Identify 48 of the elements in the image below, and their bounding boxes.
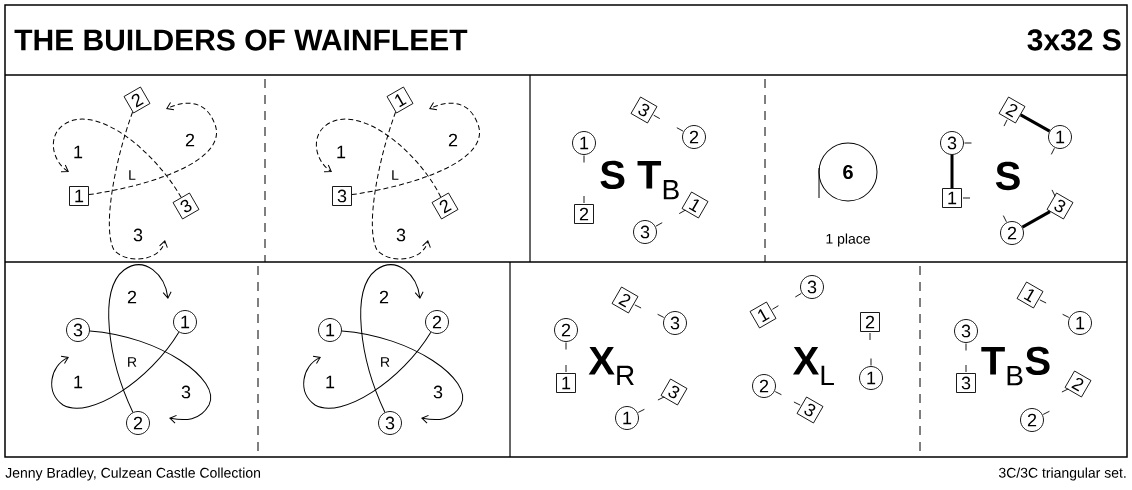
hand-letter: L <box>392 170 399 180</box>
dancer-square: 2 <box>574 204 594 224</box>
set-label: 3x32 S <box>1027 29 1121 51</box>
track-number: 3 <box>181 385 191 399</box>
figure-letter: X$_{L}$ <box>793 346 834 386</box>
track-number: 2 <box>127 290 137 304</box>
track-arrow <box>51 331 180 409</box>
hand-letter: R <box>128 357 137 367</box>
track-arrow <box>108 111 168 260</box>
track-arrow <box>315 118 442 198</box>
footer-text: Jenny Bradley, Culzean Castle Collection <box>5 467 260 481</box>
dancer-square: 3 <box>332 186 352 206</box>
partner-line <box>1021 210 1051 229</box>
figure-letter: S T$_{B}$ <box>600 160 679 200</box>
figure-letter: S <box>995 161 1020 191</box>
track-number: 2 <box>448 133 458 147</box>
track-number: 1 <box>74 145 83 159</box>
track-arrow <box>351 101 480 196</box>
partner-line <box>1019 113 1051 133</box>
track-number: 1 <box>337 145 346 159</box>
track-number: 3 <box>433 385 443 399</box>
track-arrow <box>371 111 431 260</box>
track-number: 3 <box>133 228 143 242</box>
track-number: 3 <box>396 228 406 242</box>
place-note: 1 place <box>826 233 870 247</box>
dancer-square: 1 <box>556 373 576 393</box>
track-arrow <box>303 331 432 409</box>
track-number: 2 <box>379 290 389 304</box>
track-arrow <box>108 264 172 413</box>
partner-line <box>950 154 954 189</box>
dancer-square: 2 <box>860 312 880 332</box>
dancer-square: 1 <box>942 188 962 208</box>
track-arrow <box>89 330 212 424</box>
dancer-square: 3 <box>956 373 976 393</box>
title: THE BUILDERS OF WAINFLEET <box>14 29 468 51</box>
track-arrow <box>88 101 217 196</box>
track-number: 1 <box>74 375 83 389</box>
hand-letter: L <box>129 170 136 180</box>
hand-letter: R <box>381 357 390 367</box>
track-arrow <box>52 118 182 198</box>
footer-text: 3C/3C triangular set. <box>998 467 1126 481</box>
figure-letter: T$_{B}$S <box>981 346 1050 386</box>
track-number: 2 <box>185 133 195 147</box>
track-number: 1 <box>326 375 335 389</box>
dancer-square: 1 <box>69 186 89 206</box>
track-arrow <box>360 264 424 413</box>
figure-letter: X$_{R}$ <box>588 346 634 386</box>
track-arrow <box>341 330 464 424</box>
